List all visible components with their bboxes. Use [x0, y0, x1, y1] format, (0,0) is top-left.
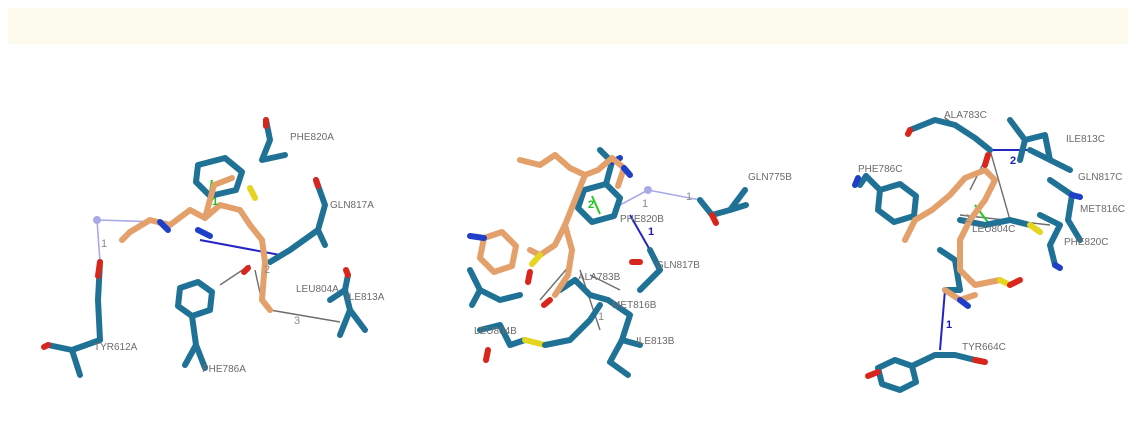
residue-leu804c	[957, 217, 1033, 228]
residue-ile813c	[1007, 117, 1073, 173]
number-a3: 2	[264, 264, 270, 276]
number-a2: 1	[212, 196, 218, 208]
residue-gln817c	[1047, 177, 1083, 243]
number-b2: 1	[686, 191, 692, 203]
number-a4: 3	[294, 315, 300, 327]
label-phe786a: PHE786A	[202, 364, 246, 375]
label-gln775b: GLN775B	[748, 172, 792, 183]
hydrophobic-line-b2	[579, 269, 601, 331]
ligand-c	[902, 167, 998, 243]
label-phe820a: PHE820A	[290, 132, 334, 143]
label-met816b: MET816B	[612, 300, 657, 311]
number-b4: 1	[598, 311, 604, 323]
hbond-line-a3	[199, 239, 281, 256]
label-ile813b: ILE813B	[636, 336, 675, 347]
residue-tyr612a	[45, 259, 103, 353]
hydrophobic-line-b1	[539, 264, 571, 301]
residue-tyr664c	[875, 357, 919, 393]
label-leu804c: LEU804C	[972, 224, 1015, 235]
number-a1: 1	[101, 238, 107, 250]
residue-gln775b	[697, 187, 748, 218]
water-a	[93, 216, 101, 224]
label-phe820b: PHE820B	[620, 214, 664, 225]
water-b	[644, 186, 652, 194]
label-met816c: MET816C	[1080, 204, 1125, 215]
label-tyr664c: TYR664C	[962, 342, 1006, 353]
hbond-line-b2	[619, 189, 649, 206]
label-leu804b: LEU804B	[474, 326, 517, 337]
residue-ala783c	[907, 117, 993, 153]
hbond-line-c2	[939, 289, 946, 351]
residue-gln817a	[313, 177, 328, 248]
residue-phe820c	[1037, 212, 1063, 268]
residue-phe786a	[175, 279, 215, 319]
number-b1: 1	[642, 198, 648, 210]
number-b3: 1	[648, 226, 654, 238]
number-b5: 2	[588, 199, 594, 211]
residue-phe820b	[575, 181, 623, 225]
hbond-line-b1	[647, 189, 701, 201]
residue-phe820a	[259, 117, 288, 163]
residue-ala783b	[557, 277, 611, 303]
label-ile813c: ILE813C	[1066, 134, 1105, 145]
label-phe786c: PHE786C	[858, 164, 902, 175]
hydrophobic-line-b3	[589, 274, 621, 291]
residue-gln817b	[637, 247, 663, 293]
label-gln817a: GLN817A	[330, 200, 374, 211]
label-phe820c: PHE820C	[1064, 237, 1108, 248]
panel-b	[467, 147, 749, 378]
number-c1: 2	[1010, 155, 1016, 167]
residue-leu804b	[477, 322, 528, 348]
residue-met816b	[605, 297, 633, 378]
number-c3: 2	[964, 213, 970, 225]
residue-ile813a	[327, 287, 353, 338]
hbond-line-b3	[629, 214, 651, 251]
pistack-line-b	[591, 195, 601, 215]
label-leu804a: LEU804A	[296, 284, 339, 295]
labels: PHE820A GLN817A LEU804A ILE813A TYR612A …	[94, 110, 1125, 375]
label-tyr612a: TYR612A	[94, 342, 138, 353]
number-c2: 1	[946, 319, 952, 331]
hydrophobic-line-a3	[269, 309, 341, 323]
label-ala783b: ALA783B	[578, 272, 621, 283]
hydrophobic-line-c3	[989, 149, 1011, 221]
panel-c	[852, 117, 1083, 393]
panel-a	[41, 117, 368, 378]
label-ala783c: ALA783C	[944, 110, 987, 121]
hbond-line-a2	[96, 219, 101, 263]
top-banner	[8, 8, 1128, 44]
residue-phe786c	[875, 181, 919, 225]
label-ile813a: ILE813A	[346, 292, 385, 303]
label-gln817c: GLN817C	[1078, 172, 1122, 183]
ligand-a	[127, 202, 273, 313]
label-gln817b: GLN817B	[656, 260, 700, 271]
